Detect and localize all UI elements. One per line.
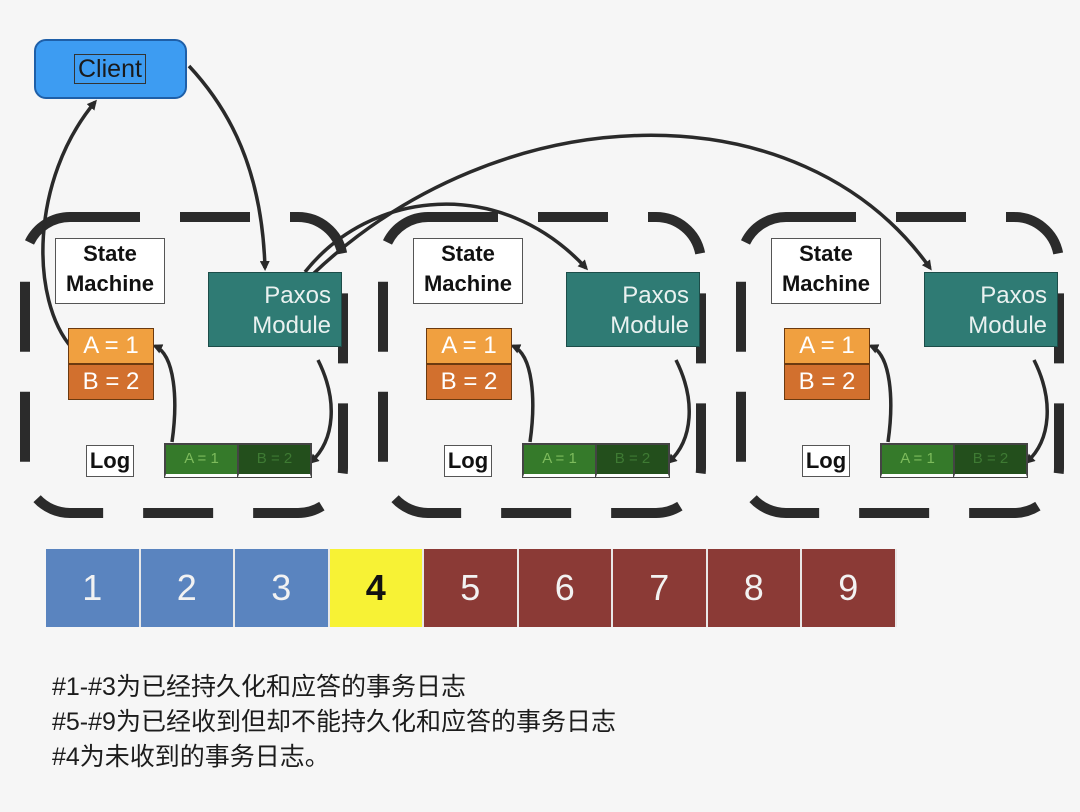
log-entry-1: A = 1 bbox=[522, 443, 597, 478]
state-machine-label: State Machine bbox=[771, 238, 881, 304]
sequence-cell-3: 3 bbox=[235, 549, 330, 627]
state-entry-a: A = 1 bbox=[784, 328, 870, 364]
server-3: State Machine Paxos Module A = 1 B = 2 L… bbox=[736, 212, 1066, 512]
log-entry-2: B = 2 bbox=[953, 443, 1028, 478]
server-1: State Machine Paxos Module A = 1 B = 2 L… bbox=[20, 212, 350, 512]
sequence-cell-2: 2 bbox=[140, 549, 235, 627]
arrow-paxos1-to-paxos3 bbox=[310, 133, 932, 277]
arrow-log-to-state-3 bbox=[868, 344, 893, 443]
sequence-cell-8: 8 bbox=[707, 549, 802, 627]
log-label: Log bbox=[802, 445, 850, 477]
arrow-paxos-to-log-2 bbox=[666, 359, 691, 465]
note-line-1: #1-#3为已经持久化和应答的事务日志 bbox=[52, 673, 466, 701]
arrow-log-to-state-2 bbox=[510, 344, 535, 443]
sequence-cell-4: 4 bbox=[329, 549, 424, 627]
log-label: Log bbox=[86, 445, 134, 477]
log-entry-1: A = 1 bbox=[164, 443, 239, 478]
state-machine-label: State Machine bbox=[55, 238, 165, 304]
sequence-cell-5: 5 bbox=[424, 549, 519, 627]
arrow-state-to-client bbox=[41, 99, 97, 350]
arrow-paxos-to-log-1 bbox=[308, 359, 333, 465]
note-line-2: #5-#9为已经收到但却不能持久化和应答的事务日志 bbox=[52, 708, 616, 736]
sequence-cell-1: 1 bbox=[46, 549, 141, 627]
client-node: Client bbox=[34, 39, 187, 99]
state-entry-b: B = 2 bbox=[784, 364, 870, 400]
arrow-client-to-paxos bbox=[187, 64, 270, 271]
arrow-paxos-to-log-3 bbox=[1024, 359, 1049, 465]
client-label: Client bbox=[74, 54, 146, 84]
paxos-module: Paxos Module bbox=[566, 272, 700, 347]
arrow-log-to-state-1 bbox=[152, 344, 177, 443]
state-entry-a: A = 1 bbox=[426, 328, 512, 364]
paxos-module: Paxos Module bbox=[208, 272, 342, 347]
log-label: Log bbox=[444, 445, 492, 477]
caption-notes: #1-#3为已经持久化和应答的事务日志 #5-#9为已经收到但却不能持久化和应答… bbox=[52, 670, 616, 775]
log-entry-1: A = 1 bbox=[880, 443, 955, 478]
server-3-boundary bbox=[736, 212, 1064, 518]
log-entry-2: B = 2 bbox=[237, 443, 312, 478]
sequence-cell-6: 6 bbox=[518, 549, 613, 627]
arrow-paxos1-to-paxos2 bbox=[303, 202, 589, 274]
note-line-3: #4为未收到的事务日志。 bbox=[52, 743, 330, 771]
state-entry-a: A = 1 bbox=[68, 328, 154, 364]
log-entry-2: B = 2 bbox=[595, 443, 670, 478]
state-entry-b: B = 2 bbox=[68, 364, 154, 400]
paxos-module: Paxos Module bbox=[924, 272, 1058, 347]
sequence-cell-7: 7 bbox=[613, 549, 708, 627]
server-2-boundary bbox=[378, 212, 706, 518]
server-2: State Machine Paxos Module A = 1 B = 2 L… bbox=[378, 212, 708, 512]
sequence-cell-9: 9 bbox=[802, 549, 897, 627]
server-1-boundary bbox=[20, 212, 348, 518]
state-entry-b: B = 2 bbox=[426, 364, 512, 400]
state-machine-label: State Machine bbox=[413, 238, 523, 304]
